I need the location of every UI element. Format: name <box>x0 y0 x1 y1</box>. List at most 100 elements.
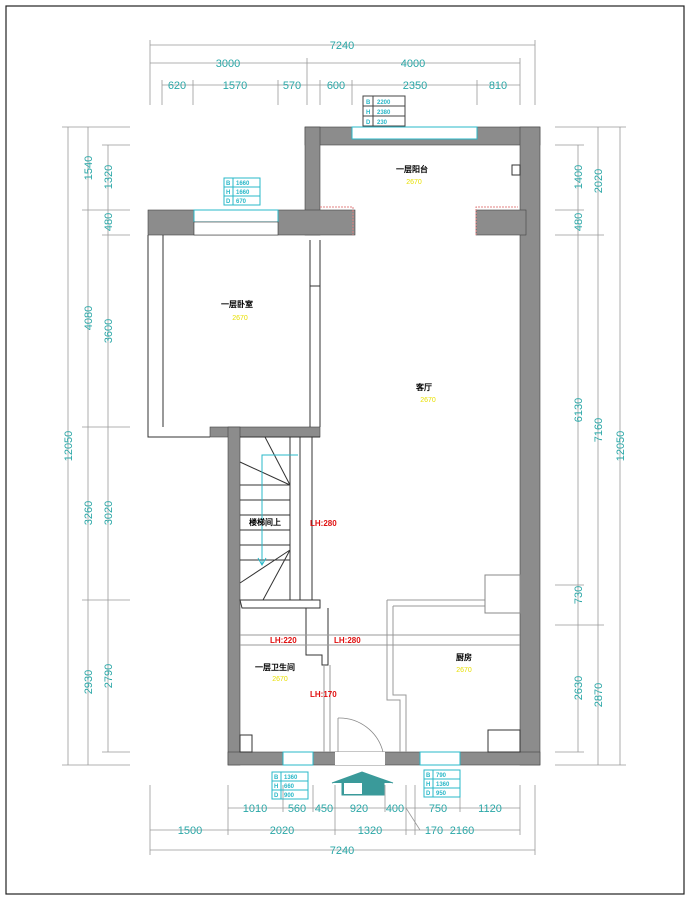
ceiling-height-label: LH:170 <box>310 690 337 699</box>
dim-left: 2790 <box>103 664 115 688</box>
dim-right: 730 <box>573 586 585 604</box>
dim-right: 7160 <box>593 418 605 442</box>
stairs-and-interior <box>239 436 521 753</box>
svg-text:2380: 2380 <box>377 110 391 116</box>
dim-bottom-total: 7240 <box>330 845 354 857</box>
bottom-dimensions: 1010 560 450 920 400 750 1120 1500 2020 … <box>149 785 536 857</box>
svg-text:D: D <box>226 199 231 205</box>
svg-text:790: 790 <box>436 773 447 779</box>
dim-right: 480 <box>573 213 585 231</box>
svg-text:670: 670 <box>236 199 247 205</box>
svg-text:230: 230 <box>377 120 388 126</box>
svg-text:950: 950 <box>436 791 447 797</box>
dim-left-total: 12050 <box>63 431 75 462</box>
dim-top-total: 7240 <box>330 40 354 52</box>
svg-text:B: B <box>274 775 279 781</box>
window-bathroom <box>282 751 314 766</box>
left-dimensions: 12050 1540 4080 3260 2930 1320 480 3600 … <box>62 126 130 766</box>
dim-top: 620 <box>168 80 186 92</box>
ceiling-heights: LH:280 LH:220 LH:280 LH:170 <box>270 519 361 699</box>
dim-bottom: 920 <box>350 803 368 815</box>
svg-text:B: B <box>226 181 231 187</box>
bathroom-fixture-icon <box>239 734 253 753</box>
room-labels: 一层阳台 2670 一层卧室 2670 客厅 2670 楼梯间上 一层卫生间 2… <box>221 164 472 683</box>
dim-right: 1400 <box>573 165 585 189</box>
elevation-balcony: 2670 <box>406 179 422 186</box>
dim-top: 600 <box>327 80 345 92</box>
svg-text:D: D <box>426 791 431 797</box>
dim-top: 1570 <box>223 80 247 92</box>
svg-text:1360: 1360 <box>436 782 450 788</box>
svg-text:D: D <box>274 793 279 799</box>
dim-bottom: 2020 <box>270 825 294 837</box>
dim-top: 2350 <box>403 80 427 92</box>
dim-left: 3600 <box>103 319 115 343</box>
dim-right: 6130 <box>573 398 585 422</box>
dim-top: 4000 <box>401 58 425 70</box>
dim-right: 2020 <box>593 169 605 193</box>
elevation-living: 2670 <box>420 397 436 404</box>
right-dimensions: 1400 480 6130 730 2630 2020 7160 2870 12… <box>555 126 627 766</box>
window-bedroom <box>193 209 279 223</box>
dim-left: 1320 <box>103 165 115 189</box>
window-table-bedroom: BHD 1660 1660 670 <box>223 177 261 206</box>
svg-text:H: H <box>426 782 430 788</box>
dim-bottom: 1500 <box>178 825 202 837</box>
room-stairwell: 楼梯间上 <box>249 517 281 527</box>
kitchen-sink-icon <box>487 729 521 753</box>
svg-text:1360: 1360 <box>284 775 298 781</box>
dim-left: 480 <box>103 213 115 231</box>
window-kitchen <box>419 751 461 766</box>
dim-bottom: 2160 <box>450 825 474 837</box>
dim-bottom: 450 <box>315 803 333 815</box>
svg-text:2200: 2200 <box>377 100 391 106</box>
window-balcony <box>351 126 478 140</box>
dim-left: 2930 <box>83 670 95 694</box>
svg-text:B: B <box>366 100 371 106</box>
elevation-kitchen: 2670 <box>456 667 472 674</box>
dim-bottom: 1320 <box>358 825 382 837</box>
room-balcony: 一层阳台 <box>396 164 428 174</box>
ceiling-height-label: LH:220 <box>270 636 297 645</box>
dim-left: 1540 <box>83 156 95 180</box>
svg-text:1660: 1660 <box>236 190 250 196</box>
entrance-house-icon <box>331 771 394 796</box>
dim-top: 570 <box>283 80 301 92</box>
drawing-frame <box>5 5 685 895</box>
svg-text:B: B <box>426 773 431 779</box>
dim-bottom: 750 <box>429 803 447 815</box>
entrance-door <box>337 717 384 753</box>
window-table-kitchen: BHD 790 1360 950 <box>423 769 461 798</box>
svg-text:1660: 1660 <box>236 181 250 187</box>
ceiling-height-label: LH:280 <box>334 636 361 645</box>
room-kitchen: 厨房 <box>456 652 472 662</box>
dim-left: 4080 <box>83 306 95 330</box>
dim-bottom: 400 <box>386 803 404 815</box>
svg-text:660: 660 <box>284 784 295 790</box>
dim-left: 3020 <box>103 501 115 525</box>
dim-top: 810 <box>489 80 507 92</box>
svg-text:H: H <box>366 110 370 116</box>
room-living: 客厅 <box>415 382 432 392</box>
svg-text:D: D <box>366 120 371 126</box>
window-table-top: BHD 2200 2380 230 <box>362 95 406 127</box>
openings <box>193 126 478 766</box>
dim-right: 2870 <box>593 683 605 707</box>
dim-right: 2630 <box>573 676 585 700</box>
dim-bottom: 1120 <box>478 803 502 815</box>
room-bathroom: 一层卫生间 <box>255 662 295 672</box>
dim-right-total: 12050 <box>615 431 627 462</box>
svg-text:H: H <box>226 190 230 196</box>
top-dimensions: 7240 3000 4000 620 1570 570 600 2350 810 <box>149 40 536 105</box>
dim-bottom: 560 <box>288 803 306 815</box>
svg-text:900: 900 <box>284 793 295 799</box>
room-bedroom: 一层卧室 <box>221 299 253 309</box>
elevation-bedroom: 2670 <box>232 315 248 322</box>
elevation-bathroom: 2670 <box>272 676 288 683</box>
dim-bottom: 1010 <box>243 803 267 815</box>
dim-left: 3260 <box>83 501 95 525</box>
dim-top: 3000 <box>216 58 240 70</box>
dim-bottom: 170 <box>425 825 443 837</box>
